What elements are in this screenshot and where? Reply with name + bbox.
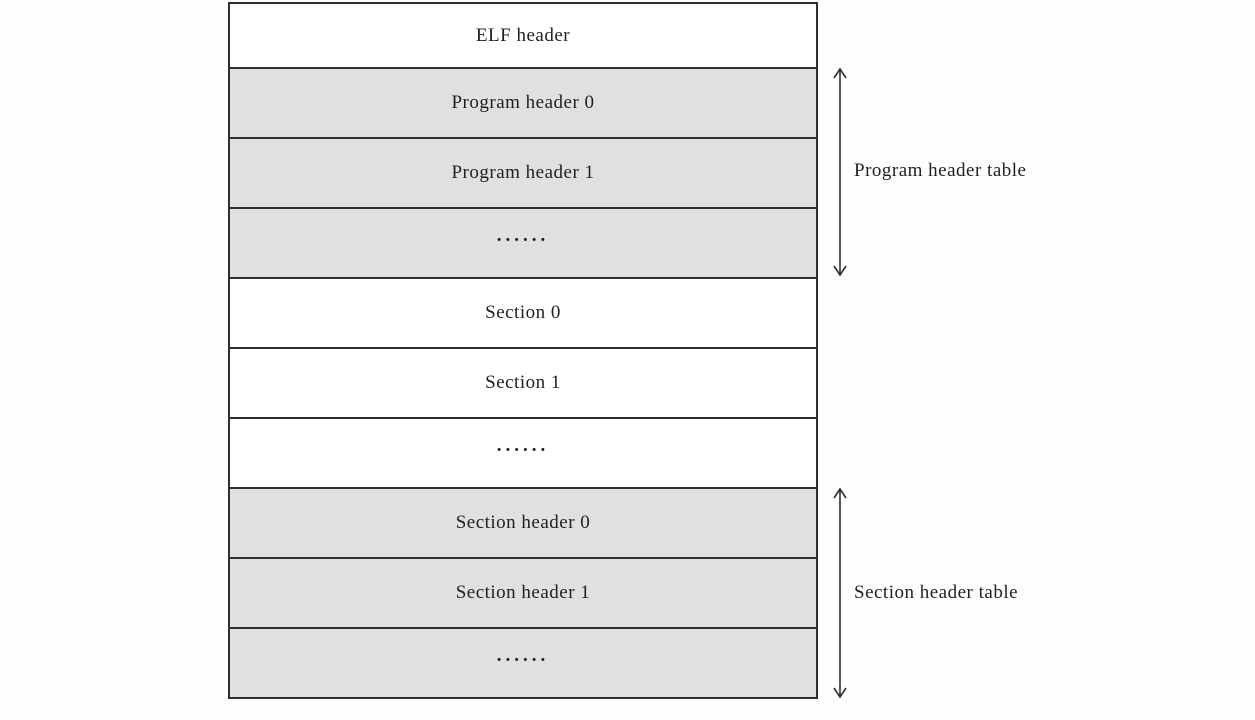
box-elf-header: ELF header [230, 4, 816, 67]
program-header-table-extent-double-arrow-icon [829, 67, 851, 277]
box-section-0: Section 0 [230, 277, 816, 347]
box-program-header-0-label: Program header 0 [451, 92, 595, 113]
box-section-header-0: Section header 0 [230, 487, 816, 557]
box-section-1-label: Section 1 [485, 372, 561, 393]
box-section-ellipsis: ...... [230, 417, 816, 487]
section-header-table-extent-double-arrow-icon [829, 487, 851, 699]
box-section-header-ellipsis-label: ...... [496, 645, 550, 666]
box-program-header-0: Program header 0 [230, 67, 816, 137]
box-program-header-ellipsis-label: ...... [496, 225, 550, 246]
box-program-header-ellipsis: ...... [230, 207, 816, 277]
program-header-table-label: Program header table [854, 160, 1027, 181]
box-section-header-1: Section header 1 [230, 557, 816, 627]
box-section-header-0-label: Section header 0 [455, 512, 591, 533]
box-section-ellipsis-label: ...... [496, 435, 550, 456]
box-elf-header-label: ELF header [475, 24, 571, 46]
box-section-0-label: Section 0 [485, 302, 561, 323]
section-header-table-label: Section header table [854, 582, 1019, 603]
box-section-1: Section 1 [230, 347, 816, 417]
box-program-header-1-label: Program header 1 [451, 162, 595, 183]
box-section-header-1-label: Section header 1 [455, 582, 591, 603]
elf-layout-box: ELF header Program header 0 Program head… [228, 2, 818, 699]
box-section-header-ellipsis: ...... [230, 627, 816, 697]
box-program-header-1: Program header 1 [230, 137, 816, 207]
